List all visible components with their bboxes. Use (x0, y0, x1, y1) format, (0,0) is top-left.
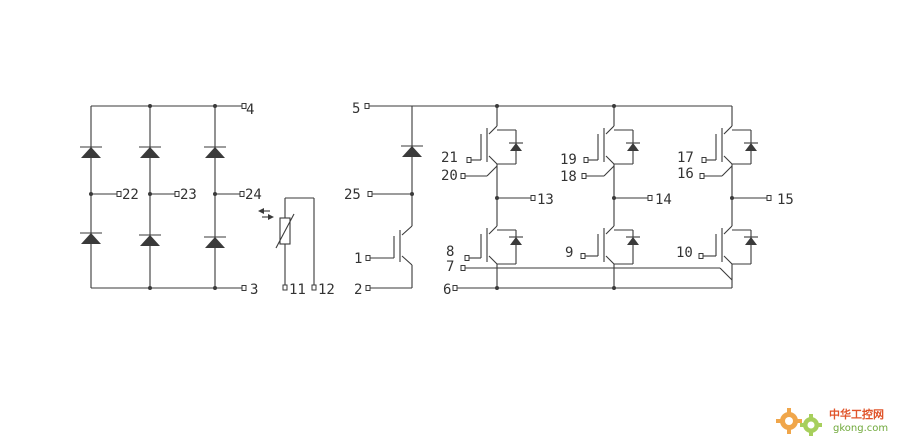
rectifier-diode-lower-3 (203, 236, 227, 249)
pin-label-23: 23 (180, 187, 197, 203)
rectifier-diode-lower-2 (138, 234, 162, 247)
rectifier-diode-upper-3 (203, 146, 227, 159)
pin-label-15: 15 (777, 192, 794, 208)
gear-icon (776, 408, 802, 434)
pin-label-5: 5 (352, 101, 360, 117)
pin-label-18: 18 (560, 169, 577, 185)
pin-label-1: 1 (354, 251, 362, 267)
pin-label-2: 2 (354, 282, 362, 298)
pin-label-20: 20 (441, 168, 458, 184)
watermark-name: 中华工控网 (829, 407, 884, 421)
brake-chopper: 5 25 1 2 (344, 101, 732, 298)
pin-label-10: 10 (676, 245, 693, 261)
phase-u-leg: 21 20 13 8 7 (441, 106, 720, 288)
pin-label-4: 4 (246, 102, 254, 118)
inverter-buses: 6 (443, 104, 733, 298)
pin-label-3: 3 (250, 282, 258, 298)
pin-label-21: 21 (441, 150, 458, 166)
pin-label-22: 22 (122, 187, 139, 203)
pin-label-24: 24 (245, 187, 262, 203)
pin-label-14: 14 (655, 192, 672, 208)
pin-label-12: 12 (318, 282, 335, 298)
pin-label-8: 8 (446, 244, 454, 260)
gkong-watermark-logo: 中华工控网 gkong.com (776, 407, 888, 436)
rectifier-diode-upper-1 (79, 146, 103, 159)
pin-label-13: 13 (537, 192, 554, 208)
watermark-url: gkong.com (833, 423, 888, 434)
phase-v-leg: 19 18 14 9 (560, 106, 672, 288)
phase-w-leg: 17 16 15 10 (676, 124, 794, 288)
pin-label-25: 25 (344, 187, 361, 203)
pin-label-19: 19 (560, 152, 577, 168)
pin-label-6: 6 (443, 282, 451, 298)
rectifier-diode-lower-1 (79, 232, 103, 245)
pin-label-16: 16 (677, 166, 694, 182)
ntc-thermistor: 11 12 (258, 197, 335, 298)
pin-label-17: 17 (677, 150, 694, 166)
pin-label-11: 11 (289, 282, 306, 298)
gear-icon-small (800, 414, 822, 436)
rectifier-bridge: 4 3 22 23 24 (79, 102, 262, 298)
rectifier-diode-upper-2 (138, 146, 162, 159)
pin-label-9: 9 (565, 245, 573, 261)
pin-label-7: 7 (446, 259, 454, 275)
brake-diode (400, 145, 424, 158)
